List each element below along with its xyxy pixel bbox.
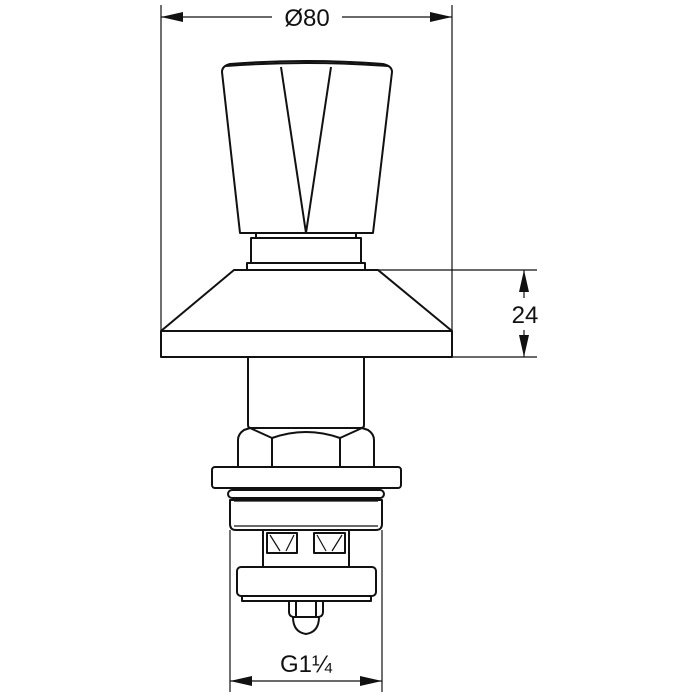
arrow-thread-left-icon [230, 676, 252, 686]
handle-groove-left [280, 66, 307, 234]
handle-groove-right [305, 66, 332, 234]
thread-label: G1¼ [280, 651, 333, 678]
flange-washer [211, 466, 402, 499]
cover-rosette [160, 269, 453, 358]
arrow-down-icon [519, 335, 529, 357]
diameter-dimension: Ø80 [160, 3, 453, 330]
thread-dimension: G1¼ [229, 530, 383, 692]
height-dimension: 24 [378, 269, 545, 358]
arrow-right-icon [430, 12, 452, 22]
rib-left [266, 532, 298, 554]
retaining-nut [288, 600, 324, 635]
rib-right [313, 532, 346, 554]
arrow-up-icon [519, 270, 529, 292]
valve-cage [262, 530, 350, 566]
spindle-sleeve [247, 356, 365, 429]
diameter-label: Ø80 [284, 5, 329, 32]
handle-collar [246, 232, 366, 271]
height-label: 24 [512, 302, 539, 329]
valve-disc [236, 566, 377, 602]
hex-nut [237, 427, 375, 468]
handle [221, 60, 393, 234]
arrow-left-icon [161, 12, 183, 22]
arrow-thread-right-icon [360, 676, 382, 686]
threaded-body [229, 499, 383, 531]
